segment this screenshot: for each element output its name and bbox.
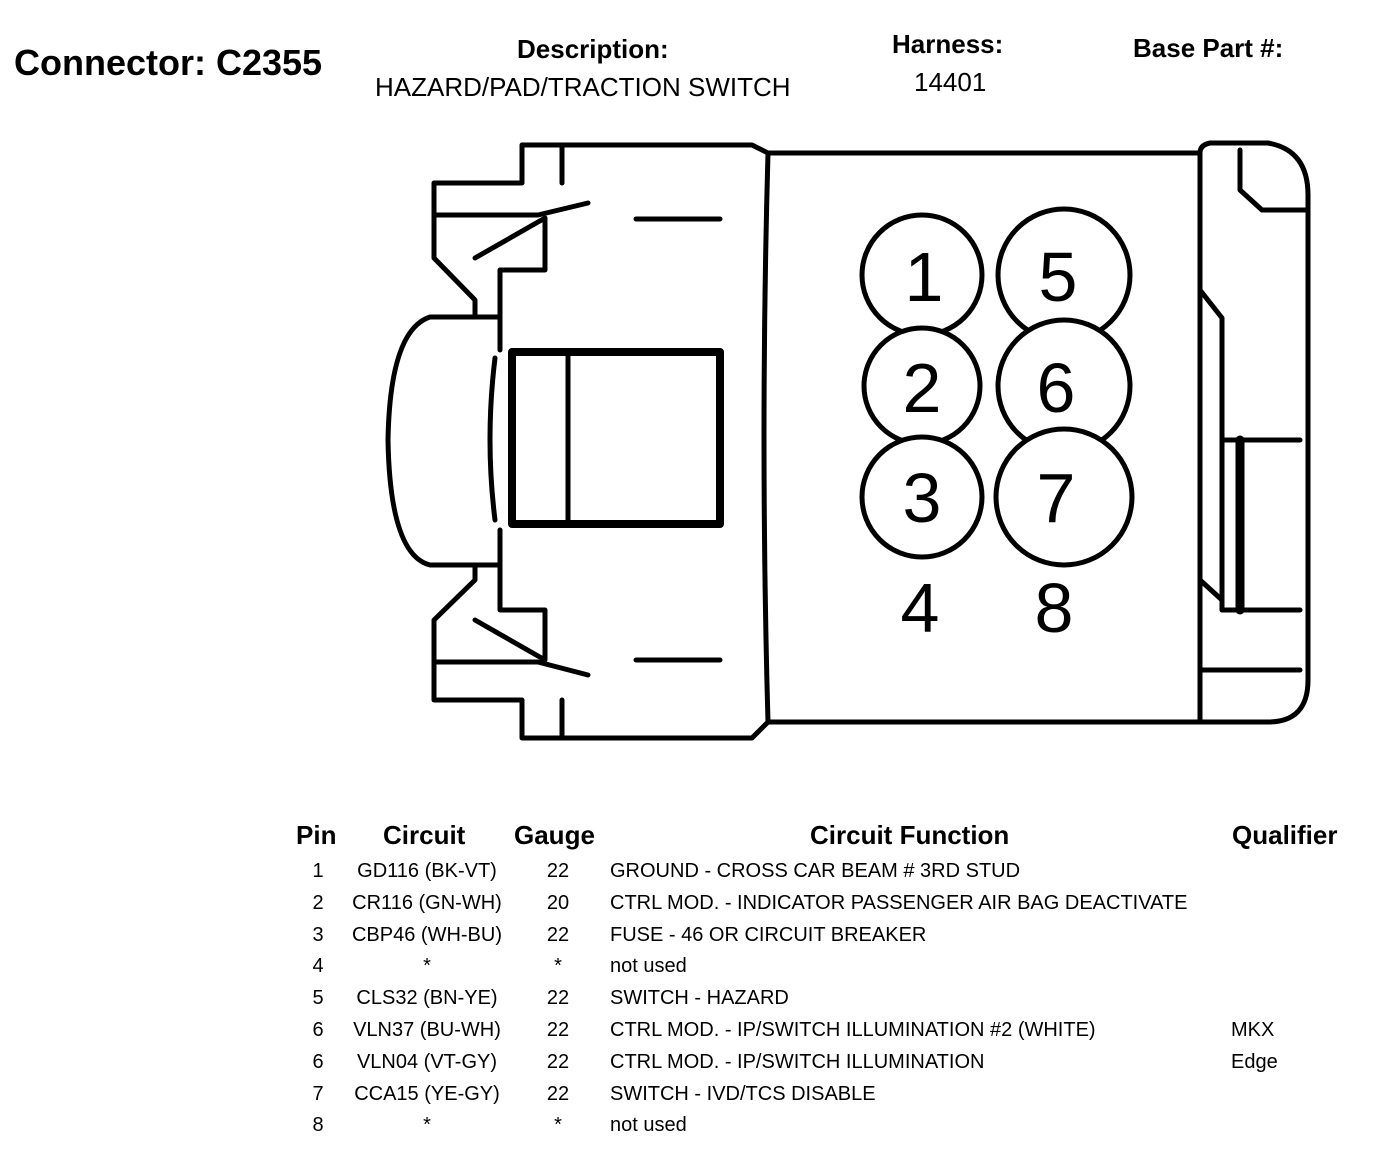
cell-circuit: *	[423, 1114, 431, 1136]
cell-function: not used	[610, 955, 687, 977]
cell-gauge: 22	[546, 1051, 570, 1073]
description-value: HAZARD/PAD/TRACTION SWITCH	[375, 72, 791, 102]
cell-pin: 4	[312, 955, 324, 977]
header-pin: Pin	[296, 820, 337, 850]
cell-pin: 6	[312, 1051, 324, 1073]
cell-gauge: 22	[546, 924, 570, 946]
base-part-label: Base Part #:	[1133, 33, 1284, 63]
cell-qualifier: MKX	[1231, 1019, 1275, 1041]
cell-function: CTRL MOD. - IP/SWITCH ILLUMINATION	[610, 1051, 985, 1073]
cell-function: CTRL MOD. - INDICATOR PASSENGER AIR BAG …	[610, 892, 1188, 914]
connector-face-diagram: 1 5 2 6 3 7 4 8	[385, 140, 1311, 741]
cell-function: GROUND - CROSS CAR BEAM # 3RD STUD	[610, 860, 1021, 882]
cavity-label-2: 2	[903, 349, 942, 427]
cell-gauge: *	[554, 955, 562, 977]
cavity-label-8: 8	[1035, 569, 1074, 647]
cell-pin: 5	[312, 987, 324, 1009]
header-circuit: Circuit	[383, 820, 466, 850]
cell-circuit: VLN04 (VT-GY)	[356, 1051, 498, 1073]
cell-pin: 1	[312, 860, 324, 882]
cavity-label-5: 5	[1039, 238, 1078, 316]
header-gauge: Gauge	[514, 820, 595, 850]
cell-function: SWITCH - IVD/TCS DISABLE	[610, 1083, 876, 1105]
connector-title: Connector: C2355	[14, 42, 323, 83]
cell-circuit: VLN37 (BU-WH)	[353, 1019, 501, 1041]
harness-value: 14401	[914, 67, 987, 97]
cell-circuit: CLS32 (BN-YE)	[356, 987, 498, 1009]
cell-circuit: CR116 (GN-WH)	[352, 892, 502, 914]
cavity-label-3: 3	[903, 459, 942, 537]
cavity-label-6: 6	[1037, 349, 1076, 427]
cell-pin: 8	[312, 1114, 324, 1136]
header-circuit-function: Circuit Function	[810, 820, 1010, 850]
cell-pin: 6	[312, 1019, 324, 1041]
cavity-group	[859, 206, 1135, 568]
cell-qualifier: Edge	[1231, 1051, 1278, 1073]
cavity-label-1: 1	[905, 238, 944, 316]
cell-gauge: 22	[546, 860, 570, 882]
cell-gauge: 22	[546, 987, 570, 1009]
harness-label: Harness:	[892, 29, 1004, 59]
cell-gauge: 20	[546, 892, 570, 914]
cell-circuit: CBP46 (WH-BU)	[351, 924, 502, 946]
cell-function: FUSE - 46 OR CIRCUIT BREAKER	[610, 924, 927, 946]
cell-function: CTRL MOD. - IP/SWITCH ILLUMINATION #2 (W…	[610, 1019, 1096, 1041]
cavity-label-7: 7	[1037, 459, 1076, 537]
cell-pin: 2	[312, 892, 324, 914]
header-qualifier: Qualifier	[1232, 820, 1338, 850]
cavity-7	[993, 426, 1135, 568]
cell-pin: 7	[312, 1083, 324, 1105]
cavity-3	[859, 434, 985, 560]
cell-circuit: CCA15 (YE-GY)	[354, 1083, 500, 1105]
cell-function: SWITCH - HAZARD	[610, 987, 789, 1009]
connector-housing	[385, 140, 1311, 741]
cell-function: not used	[610, 1114, 687, 1136]
cell-circuit: *	[423, 955, 431, 977]
cell-gauge: 22	[546, 1019, 570, 1041]
cavity-label-4: 4	[901, 569, 940, 647]
cell-pin: 3	[312, 924, 324, 946]
cell-gauge: 22	[546, 1083, 570, 1105]
cell-circuit: GD116 (BK-VT)	[357, 860, 497, 882]
description-label: Description:	[517, 34, 669, 64]
cell-gauge: *	[554, 1114, 562, 1136]
